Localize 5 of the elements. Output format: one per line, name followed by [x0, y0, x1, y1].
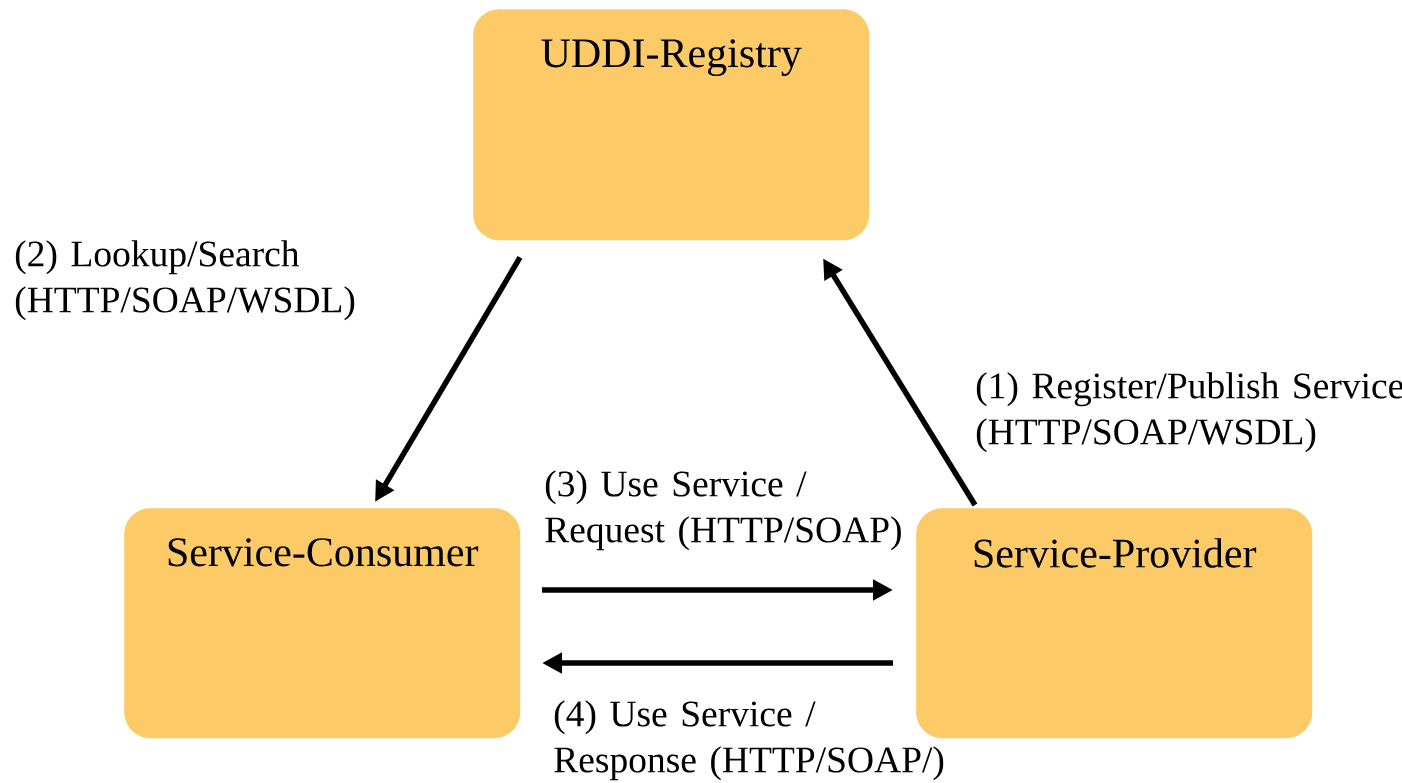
edge-label: (3) Use Service / Request (HTTP/SOAP) [545, 470, 901, 551]
edge-label: (2) Lookup/Search (HTTP/SOAP/WSDL) [15, 240, 355, 321]
process-box: UDDI-Registry [473, 9, 870, 241]
process-box: Service-Consumer [124, 508, 521, 739]
process-box: Service-Provider [916, 508, 1313, 739]
